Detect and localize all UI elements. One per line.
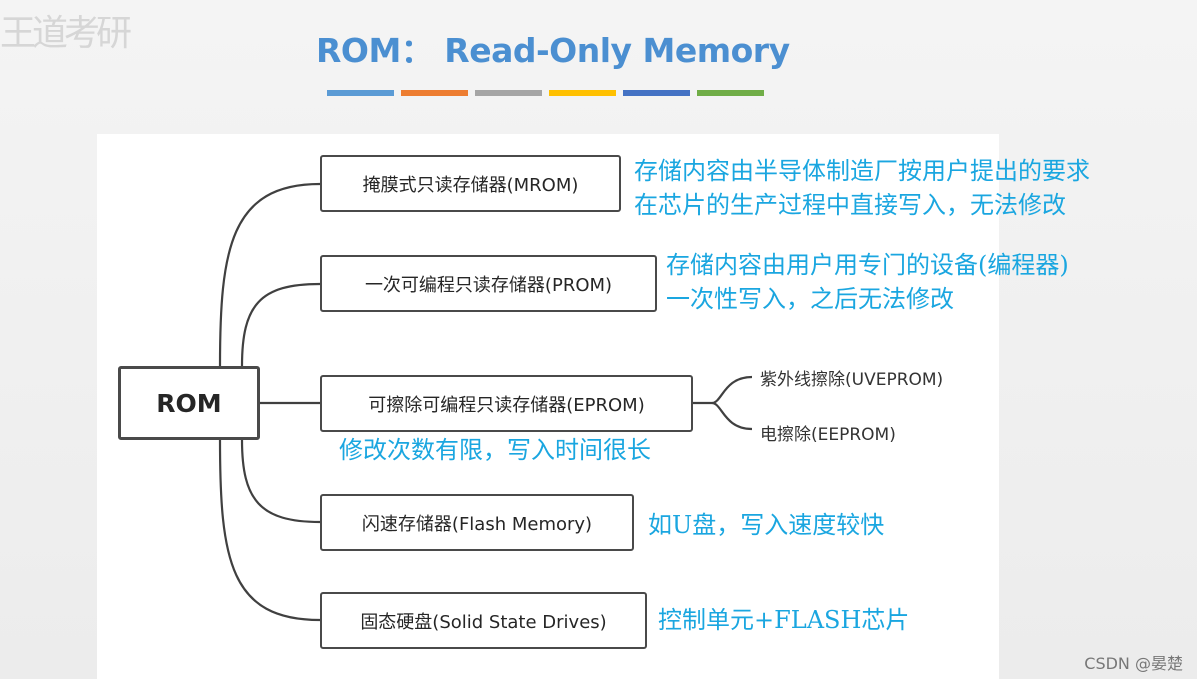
corner-watermark: 王道考研: [0, 13, 132, 54]
note-prom: 存储内容由用户用专门的设备(编程器) 一次性写入，之后无法修改: [666, 248, 1069, 316]
note-ssd: 控制单元+FLASH芯片: [658, 603, 909, 637]
leaf-eeprom: 电擦除(EEPROM): [760, 425, 896, 445]
root-node-rom: ROM: [118, 366, 260, 440]
node-ssd: 固态硬盘(Solid State Drives): [320, 592, 647, 649]
node-flash: 闪速存储器(Flash Memory): [320, 494, 634, 551]
color-bar-1: [327, 90, 394, 96]
color-bar-3: [475, 90, 542, 96]
node-prom: 一次可编程只读存储器(PROM): [320, 255, 657, 312]
connector-uveprom: [693, 375, 753, 405]
note-prom-line-1: 存储内容由用户用专门的设备(编程器): [666, 251, 1069, 279]
title-color-bars: [327, 90, 764, 96]
note-prom-line-2: 一次性写入，之后无法修改: [666, 285, 954, 313]
note-ssd-line-1: 控制单元+FLASH芯片: [658, 606, 910, 634]
connector-flash: [240, 439, 321, 524]
color-bar-4: [549, 90, 616, 96]
note-mrom-line-2: 在芯片的生产过程中直接写入，无法修改: [634, 191, 1066, 219]
note-flash: 如U盘，写入速度较快: [648, 508, 884, 542]
color-bar-5: [623, 90, 690, 96]
page-title: ROM： Read-Only Memory: [316, 31, 790, 70]
note-eprom-line-1: 修改次数有限，写入时间很长: [339, 436, 651, 464]
note-mrom-line-1: 存储内容由半导体制造厂按用户提出的要求: [634, 157, 1090, 185]
color-bar-2: [401, 90, 468, 96]
node-eprom: 可擦除可编程只读存储器(EPROM): [320, 375, 693, 432]
note-eprom: 修改次数有限，写入时间很长: [339, 433, 651, 467]
note-mrom: 存储内容由半导体制造厂按用户提出的要求 在芯片的生产过程中直接写入，无法修改: [634, 154, 1090, 222]
leaf-uveprom: 紫外线擦除(UVEPROM): [760, 370, 944, 390]
note-flash-line-1: 如U盘，写入速度较快: [648, 511, 885, 539]
connector-eeprom: [711, 401, 753, 431]
connector-prom: [240, 282, 321, 367]
color-bar-6: [697, 90, 764, 96]
connector-mrom: [218, 182, 321, 367]
node-mrom: 掩膜式只读存储器(MROM): [320, 155, 621, 212]
connector-ssd: [218, 439, 321, 622]
credit-watermark: CSDN @晏楚: [1084, 654, 1183, 673]
